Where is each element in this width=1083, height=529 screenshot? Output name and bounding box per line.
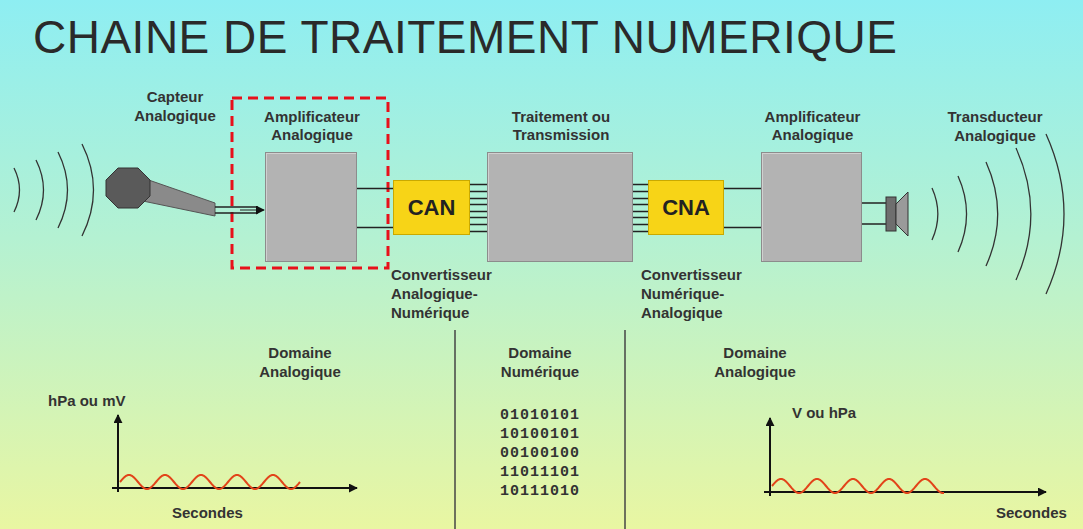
diagram-label: Domaine Numérique [475,344,605,382]
sound-wave [932,188,938,240]
diagram-label: Transducteur Analogique [925,108,1065,146]
diagram-label: Secondes [996,504,1076,523]
domain-divider [454,330,456,529]
diagram-label: Secondes [172,504,272,523]
microphone [106,168,264,216]
converter-box: CNAConvertisseur Numérique-Analogique [648,180,724,235]
process-box: Traitement ou Transmission [487,152,633,262]
binary-word: 11011101 [480,464,600,482]
sound-wave [958,176,967,252]
signal-wires [357,189,393,228]
signal-wave [120,475,300,489]
diagram-label: Domaine Analogique [235,344,365,382]
axis-y [117,415,119,492]
binary-word: 10100101 [480,426,600,444]
data-bus [470,185,487,232]
sound-wave [58,152,68,228]
process-box: Amplificateur Analogique [761,152,862,262]
box-heading: Convertisseur Analogique-Numérique [391,266,519,322]
domain-divider [624,330,626,529]
box-heading: Amplificateur Analogique [247,108,377,146]
sound-wave [36,160,44,220]
sound-wave [1016,148,1031,280]
signal-arrow [240,210,264,211]
speaker-cone [896,192,908,236]
box-label: CNA [649,181,723,234]
sound-wave [14,168,20,212]
sound-waves [14,134,1064,294]
diagram-label: hPa ou mV [48,392,158,411]
sound-wave [986,162,998,266]
diagram-label: Capteur Analogique [120,88,230,126]
microphone-head [106,168,150,208]
axis-y [769,418,771,496]
diagram-title: CHAINE DE TRAITEMENT NUMERIQUE [33,14,897,60]
box-label: CAN [394,181,469,234]
signal-wire [215,212,258,214]
box-heading: Traitement ou Transmission [486,108,636,146]
signal-wires [724,189,761,228]
speaker-wire [862,202,886,204]
binary-word: 00100100 [480,445,600,463]
loudspeaker [862,192,908,236]
signal-wave [772,479,944,493]
speaker-wire [862,223,886,225]
diagram-label: Domaine Analogique [690,344,820,382]
process-box: Amplificateur Analogique [265,152,357,262]
signal-wire [215,206,258,208]
diagram-label: V ou hPa [792,404,892,423]
data-bus [633,185,648,232]
highlight-frame [232,98,388,268]
box-heading: Amplificateur Analogique [748,108,878,146]
binary-word: 01010101 [480,407,600,425]
converter-box: CANConvertisseur Analogique-Numérique [393,180,470,235]
box-heading: Convertisseur Numérique-Analogique [641,266,769,322]
speaker-magnet [886,197,896,231]
binary-word: 10111010 [480,483,600,501]
sound-wave [1046,134,1064,294]
sound-wave [82,144,94,236]
